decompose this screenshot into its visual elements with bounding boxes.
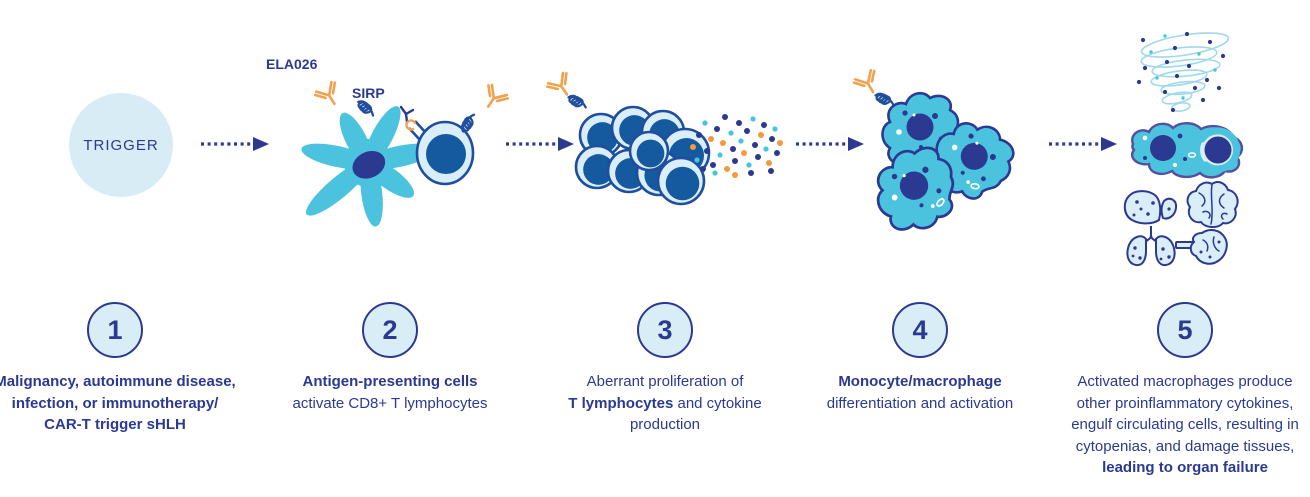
kidney-icon [1175, 229, 1228, 265]
t-cell-cluster-icon [574, 105, 711, 206]
dotted-arrow-icon [796, 137, 864, 151]
step-1: 1 Malignancy, autoimmune disease,infecti… [0, 302, 245, 436]
receptor-coil-icon [456, 112, 481, 135]
brain-icon [1186, 181, 1239, 228]
ela026-antibody-icon [312, 79, 346, 112]
t-lymphocyte-icon [408, 120, 475, 186]
receptor-coil-icon [566, 90, 589, 114]
step-2-number-badge: 2 [362, 302, 418, 358]
dendritic-cell-icon [301, 106, 435, 227]
macrophage-cluster-icon [864, 91, 1027, 241]
step-5-number: 5 [1177, 314, 1193, 345]
step-1-number: 1 [107, 314, 123, 345]
dotted-arrow-icon [201, 137, 269, 151]
step-3-number-badge: 3 [637, 302, 693, 358]
liver-icon [1123, 190, 1178, 225]
ela026-label: ELA026 [266, 56, 318, 72]
step-3-number: 3 [657, 314, 673, 345]
cytokine-storm-icon [1136, 31, 1230, 113]
step-1-number-badge: 1 [87, 302, 143, 358]
dotted-arrow-icon [506, 137, 574, 151]
lungs-icon [1126, 226, 1176, 267]
trigger-circle: TRIGGER [69, 93, 173, 197]
sirp-label: SIRP [352, 85, 385, 101]
hemophagocytosis-icon [1130, 122, 1244, 179]
step-4-number: 4 [912, 314, 928, 345]
stage3-illustration [544, 70, 783, 206]
dotted-arrow-icon [1049, 137, 1117, 151]
step-2-number: 2 [382, 314, 398, 345]
step-4-number-badge: 4 [892, 302, 948, 358]
cell-interaction-icon [399, 105, 417, 131]
stage5-illustration [1123, 31, 1244, 267]
antibody-icon [477, 82, 511, 115]
trigger-label: TRIGGER [83, 136, 159, 154]
step-5-number-badge: 5 [1157, 302, 1213, 358]
stage2-illustration [301, 79, 511, 227]
cytokine-dots-icon [690, 114, 783, 178]
stage4-illustration [851, 67, 1027, 241]
sirp-receptor-coil-icon [355, 96, 376, 121]
step-1-description: Malignancy, autoimmune disease,infection… [0, 373, 236, 433]
